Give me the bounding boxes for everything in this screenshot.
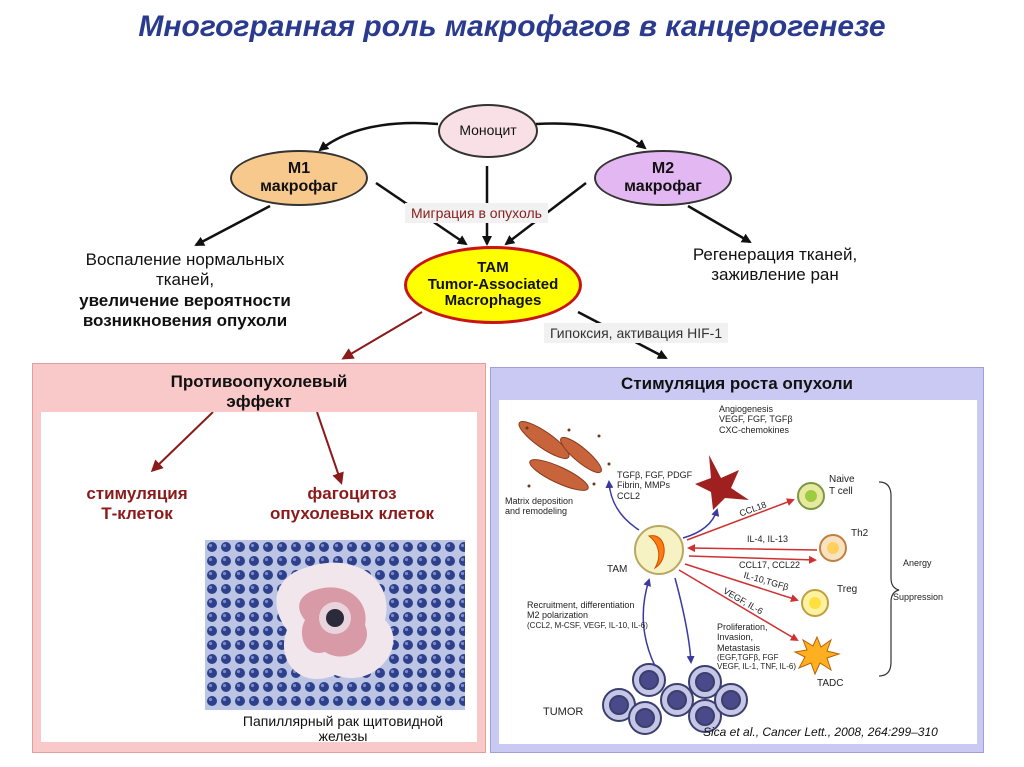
blood-vessel-icon bbox=[695, 455, 749, 510]
monocyte-node: Моноцит bbox=[438, 104, 538, 158]
tam-node: ТАМ Tumor-Associated Macrophages bbox=[404, 246, 582, 324]
m2-effect-text: Регенерация тканей, заживление ран bbox=[660, 245, 890, 286]
antitumor-arrows bbox=[150, 412, 344, 485]
fibroblast-cells bbox=[518, 421, 602, 491]
tcell-stimulation-text: стимуляция Т-клеток bbox=[47, 484, 227, 525]
naive-line1: Naive bbox=[829, 474, 855, 485]
tam-label-line3: Macrophages bbox=[444, 292, 542, 310]
tumor-growth-panel-body: Angiogenesis VEGF, FGF, TGFβ CXC-chemoki… bbox=[499, 400, 977, 744]
prolif-line4: (EGF,TGFβ, FGF bbox=[717, 653, 779, 663]
matrix-line1: Matrix deposition bbox=[505, 496, 574, 506]
ccl17-ccl22-label: CCL17, CCL22 bbox=[739, 560, 801, 570]
tcell-line2: Т-клеток bbox=[101, 504, 173, 524]
m1-effect-line3: увеличение вероятности bbox=[79, 290, 291, 310]
migration-label: Миграция в опухоль bbox=[405, 203, 548, 223]
tam-small-label: TAM bbox=[607, 564, 628, 575]
angiogenesis-line1: Angiogenesis bbox=[719, 404, 774, 414]
tam-label-line1: ТАМ bbox=[477, 259, 509, 277]
angiogenesis-line3: CXC-chemokines bbox=[719, 424, 790, 435]
arrow-m1-effect bbox=[194, 204, 271, 247]
page-title: Многогранная роль макрофагов в канцероге… bbox=[138, 10, 886, 43]
naive-tcell-label: Naive T cell bbox=[829, 474, 855, 497]
m2-macrophage-node: М2 макрофаг bbox=[594, 150, 732, 206]
antitumor-heading-line1: Противоопухолевый bbox=[170, 372, 348, 391]
prolif-line3: Metastasis bbox=[717, 642, 761, 653]
arrow-monocyte-m2 bbox=[535, 122, 647, 150]
phagocytosis-text: фагоцитоз опухолевых клеток bbox=[237, 484, 467, 525]
m1-effect-text: Воспаление нормальных тканей, увеличение… bbox=[40, 250, 330, 332]
m1-macrophage-node: М1 макрофаг bbox=[230, 150, 368, 206]
il4-il13-label: IL-4, IL-13 bbox=[747, 534, 789, 544]
antitumor-heading: Противоопухолевый эффект bbox=[33, 372, 485, 411]
m2-label-line1: М2 bbox=[651, 160, 675, 178]
m1-effect-line4: возникновения опухоли bbox=[82, 311, 288, 331]
factors-label: TGFβ, FGF, PDGF Fibrin, MMPs CCL2 bbox=[617, 470, 692, 501]
hypoxia-label: Гипоксия, активация HIF-1 bbox=[544, 323, 729, 343]
prolif-line5: VEGF, IL-1, TNF, IL-6) bbox=[717, 662, 796, 672]
tcell-line1: стимуляция bbox=[86, 484, 188, 503]
caption-line1: Папиллярный рак щитовидной bbox=[242, 713, 444, 729]
m2-label-line2: макрофаг bbox=[624, 178, 702, 195]
tumor-label: TUMOR bbox=[543, 706, 584, 718]
antitumor-panel: Противоопухолевый эффект стимуляция Т-кл… bbox=[32, 363, 486, 753]
proliferation-label: Proliferation, Invasion, Metastasis (EGF… bbox=[717, 622, 796, 671]
tumor-growth-heading: Стимуляция роста опухоли bbox=[621, 374, 853, 393]
arrow-to-phagocytosis bbox=[316, 412, 344, 485]
tumor-growth-panel: Стимуляция роста опухоли bbox=[490, 367, 984, 753]
recruit-line3: (CCL2, M-CSF, VEGF, IL-10, IL-6) bbox=[527, 620, 648, 630]
treg-label: Treg bbox=[837, 584, 858, 595]
factors-line2: Fibrin, MMPs bbox=[617, 480, 671, 491]
matrix-line2: and remodeling bbox=[505, 506, 568, 517]
phagocytosis-line1: фагоцитоз bbox=[307, 484, 397, 503]
recruitment-label: Recruitment, differentiation M2 polariza… bbox=[527, 600, 648, 630]
antitumor-panel-body: стимуляция Т-клеток фагоцитоз опухолевых… bbox=[41, 412, 477, 745]
prolif-line1: Proliferation, bbox=[717, 622, 768, 632]
angiogenesis-line2: VEGF, FGF, TGFβ bbox=[719, 414, 793, 425]
suppression-label: Suppression bbox=[893, 592, 944, 602]
th2-label: Th2 bbox=[851, 528, 869, 539]
arrow-monocyte-m1 bbox=[318, 121, 439, 152]
m1-effect-line2: тканей, bbox=[155, 270, 215, 290]
tam-mechanism-figure bbox=[518, 421, 900, 735]
anergy-label: Anergy bbox=[903, 558, 932, 568]
m1-label-line2: макрофаг bbox=[260, 178, 338, 195]
m1-label-line1: М1 bbox=[287, 160, 311, 178]
m2-effect-line2: заживление ран bbox=[711, 265, 839, 285]
factors-line1: TGFβ, FGF, PDGF bbox=[617, 470, 693, 480]
tumor-cells-icon bbox=[602, 663, 748, 735]
prolif-line2: Invasion, bbox=[717, 632, 754, 643]
matrix-label: Matrix deposition and remodeling bbox=[505, 496, 573, 517]
arrow-tam-antitumor bbox=[341, 311, 423, 360]
tadc-cell-icon bbox=[793, 635, 841, 676]
phagocytosis-line2: опухолевых клеток bbox=[270, 504, 434, 524]
antitumor-heading-line2: эффект bbox=[226, 391, 292, 411]
m1-effect-line1: Воспаление нормальных bbox=[85, 250, 285, 269]
arrow-to-tcell bbox=[150, 412, 214, 473]
recruit-line1: Recruitment, differentiation bbox=[527, 600, 635, 610]
recruit-line2: M2 polarization bbox=[527, 610, 589, 621]
arrow-m2-effect bbox=[687, 204, 752, 244]
tam-label-line2: Tumor-Associated bbox=[427, 275, 559, 293]
citation-text: Sica et al., Cancer Lett., 2008, 264:299… bbox=[703, 725, 938, 739]
tadc-label: TADC bbox=[817, 678, 844, 689]
histology-caption: Папиллярный рак щитовидной железы bbox=[213, 713, 473, 745]
angiogenesis-label: Angiogenesis VEGF, FGF, TGFβ CXC-chemoki… bbox=[719, 404, 793, 435]
naive-line2: T cell bbox=[829, 485, 853, 497]
m2-effect-line1: Регенерация тканей, bbox=[692, 245, 858, 264]
histology-image bbox=[205, 540, 465, 710]
caption-line2: железы bbox=[318, 728, 368, 745]
monocyte-label: Моноцит bbox=[459, 122, 517, 139]
factors-line3: CCL2 bbox=[617, 490, 641, 501]
